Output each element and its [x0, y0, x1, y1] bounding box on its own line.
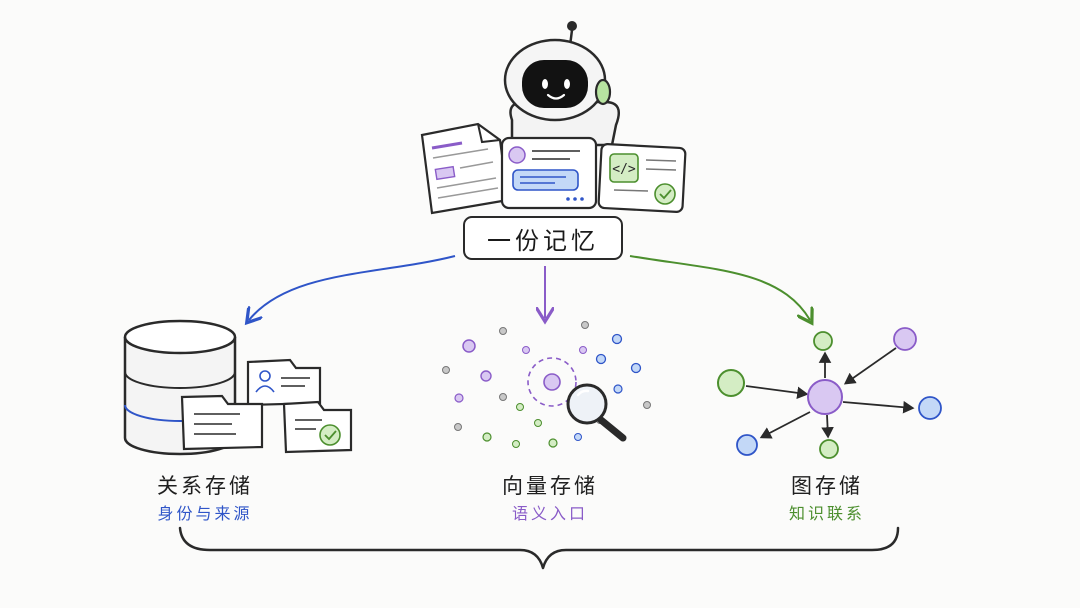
- graph-storage-title: 图存储: [791, 474, 863, 498]
- svg-text:</>: </>: [612, 162, 636, 177]
- vector-storage-title: 向量存储: [502, 474, 598, 498]
- graph-storage-subtitle: 知识联系: [788, 504, 865, 523]
- point: [630, 362, 642, 374]
- point: [613, 384, 623, 394]
- point: [579, 346, 587, 354]
- relational-storage-title: 关系存储: [157, 474, 253, 498]
- point: [480, 370, 492, 382]
- point: [462, 339, 476, 353]
- point: [643, 401, 651, 409]
- bottom-brace: [178, 526, 900, 570]
- node: [918, 396, 942, 420]
- point: [574, 433, 582, 441]
- code-card-icon: </>: [597, 143, 687, 213]
- point: [454, 393, 464, 403]
- vector-storage-subtitle: 语义入口: [511, 504, 588, 523]
- point: [595, 353, 607, 365]
- node: [813, 331, 833, 351]
- point: [548, 438, 558, 448]
- folder-user-icon: [246, 358, 322, 407]
- node: [807, 379, 843, 415]
- folder-doc-icon: [180, 394, 264, 451]
- point: [454, 423, 462, 431]
- point: [482, 432, 492, 442]
- point: [516, 403, 524, 411]
- node: [819, 439, 839, 459]
- arrow-to-graph: [629, 255, 810, 320]
- center-memory-label: 一份记忆: [463, 216, 623, 260]
- folder-check-icon: [282, 400, 353, 454]
- arrow-to-relational: [249, 255, 456, 320]
- node: [717, 369, 745, 397]
- point: [499, 327, 507, 335]
- graph-nodes-icon: [717, 327, 942, 459]
- point: [442, 366, 450, 374]
- point: [522, 346, 530, 354]
- point: [534, 419, 542, 427]
- point: [581, 321, 589, 329]
- node: [893, 327, 917, 351]
- query-ring: [527, 357, 577, 407]
- profile-card-icon: [500, 136, 598, 210]
- point: [611, 333, 623, 345]
- magnifier-icon: [566, 383, 627, 442]
- point: [499, 393, 507, 401]
- document-icon: [420, 122, 510, 215]
- query-point: [543, 373, 561, 391]
- point: [512, 440, 520, 448]
- vector-points: [442, 321, 651, 448]
- relational-storage-subtitle: 身份与来源: [157, 504, 253, 523]
- robot-icon: [503, 21, 620, 147]
- node: [736, 434, 758, 456]
